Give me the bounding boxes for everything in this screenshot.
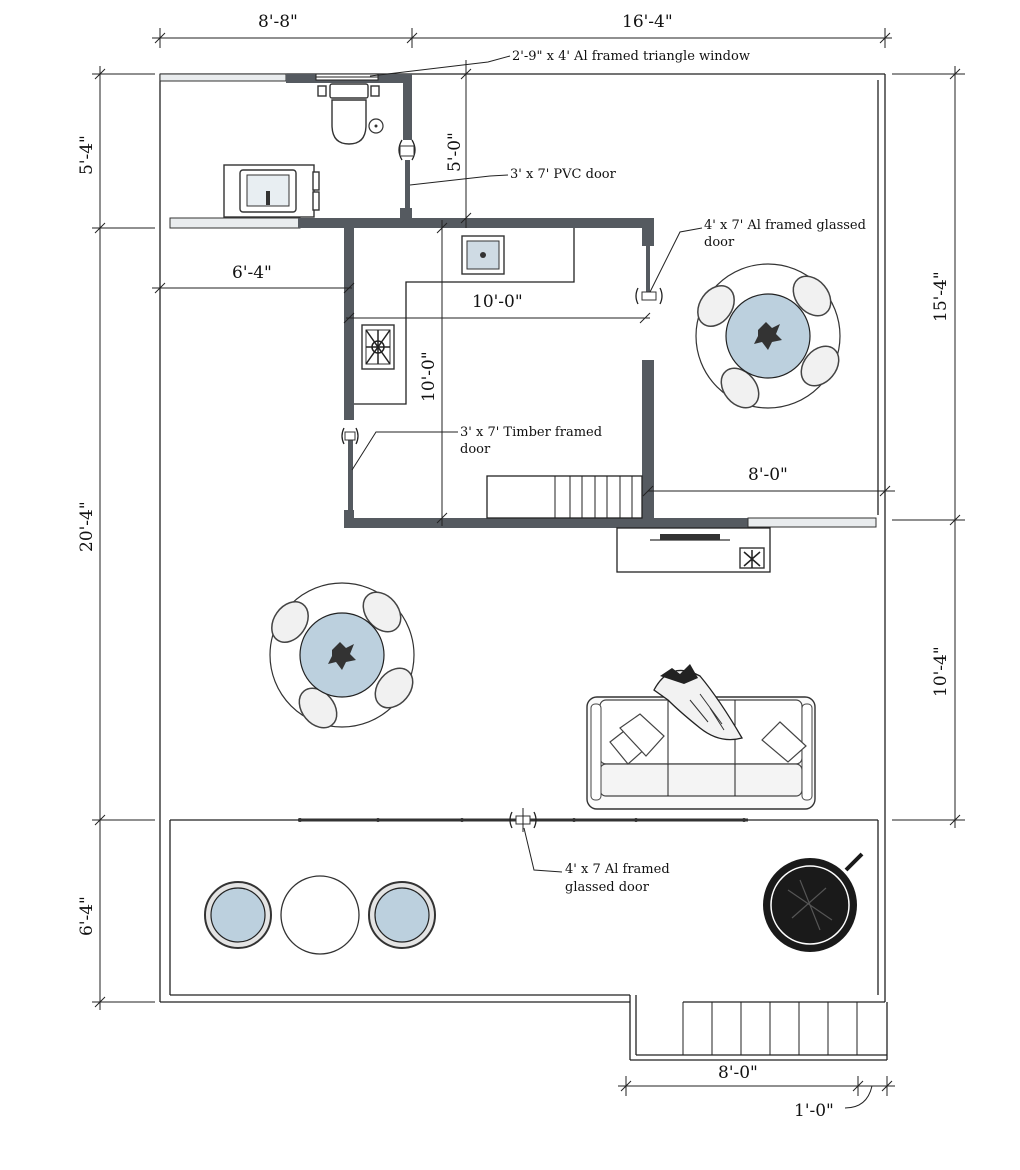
patio-table [280,875,360,955]
exterior-steps [682,1001,888,1060]
kitchen-steps [486,475,643,519]
note-glass-door-1-line-1: 4' x 7' Al framed glassed [704,218,866,233]
stove [361,324,395,370]
note-timber-door-line-1: 3' x 7' Timber framed [460,425,602,440]
kitchen-walls [344,218,749,528]
note-glass-door-2-line-1: 4' x 7 Al framed [565,862,670,877]
wall-strip-left [169,217,301,229]
timber-door-symbol [341,427,359,445]
dim-inner-6-4: 6'-4" [232,263,272,283]
glass-door-1-symbol [635,287,663,305]
bathroom-vanity-sink [223,164,320,218]
note-timber-door-line-2: door [460,442,491,457]
outdoor-counter [616,527,771,573]
patio-seat-right [368,881,436,949]
sofa [586,664,816,810]
note-pvc-door: 3' x 7' PVC door [510,167,617,182]
dim-right-middle: 10'-4" [931,646,951,697]
dim-inner-5-0: 5'-0" [445,132,465,172]
kitchen-top-wall [298,218,654,228]
leader-lines [351,55,703,873]
dim-left-top: 5'-4" [77,135,97,175]
dim-stair-8-0: 8'-0" [718,1063,758,1083]
kitchen-counter [354,228,575,405]
dim-right-top: 15'-4" [931,271,951,322]
dim-stair-1-0: 1'-0" [794,1101,834,1121]
dim-top-right: 16'-4" [622,12,673,32]
note-glass-door-2-line-2: glassed door [565,880,650,895]
note-triangle-window: 2'-9" x 4' Al framed triangle window [512,49,750,64]
wall-strip-right [747,517,877,528]
toilet [317,83,384,145]
dim-inner-10-0-vertical: 10'-0" [419,351,439,402]
dim-left-middle: 20'-4" [77,501,97,552]
dim-inner-10-0-horizontal: 10'-0" [472,292,523,312]
patio-seat-left [204,881,272,949]
dimension-lines [92,28,965,1109]
dim-top-left: 8'-8" [258,12,298,32]
dining-table-right [695,263,841,409]
note-glass-door-1-line-2: door [704,235,735,250]
round-grill [763,852,864,952]
top-wall-strip [159,73,287,82]
lower-glass-wall [298,808,748,832]
dining-table-left [269,582,415,729]
dim-left-bottom: 6'-4" [77,896,97,936]
dim-inner-8-0: 8'-0" [748,465,788,485]
kitchen-sink [461,235,505,275]
bathroom [398,74,416,222]
